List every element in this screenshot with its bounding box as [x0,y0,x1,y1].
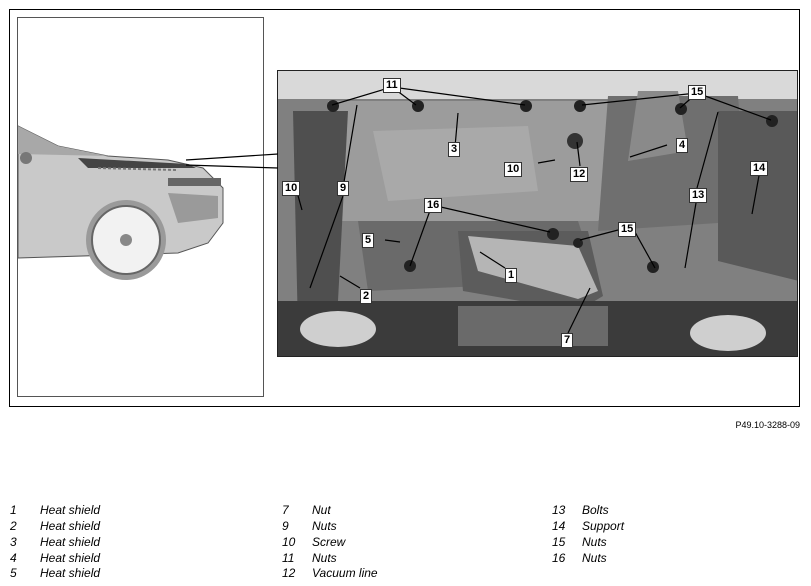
callout-13: 13 [689,188,708,203]
figure-reference: P49.10-3288-09 [735,420,800,430]
callout-1: 1 [505,268,518,283]
callout-15-bottom: 15 [618,222,637,237]
callout-2: 2 [360,289,373,304]
car-location-inset [17,17,264,397]
callout-10-right: 10 [504,162,523,177]
callout-3: 3 [448,142,461,157]
callout-14: 14 [750,161,769,176]
callout-7: 7 [561,333,574,348]
callout-10-left: 10 [282,181,301,196]
callout-12: 12 [570,167,589,182]
callout-11: 11 [383,78,401,93]
callout-15-top: 15 [688,85,707,100]
callout-5: 5 [362,233,375,248]
callout-4: 4 [676,138,689,153]
engine-bay-photo [277,70,798,357]
car-front-illustration [18,125,224,280]
engine-bay-illustration [278,71,797,356]
callout-16: 16 [424,198,443,213]
callout-9: 9 [337,181,350,196]
